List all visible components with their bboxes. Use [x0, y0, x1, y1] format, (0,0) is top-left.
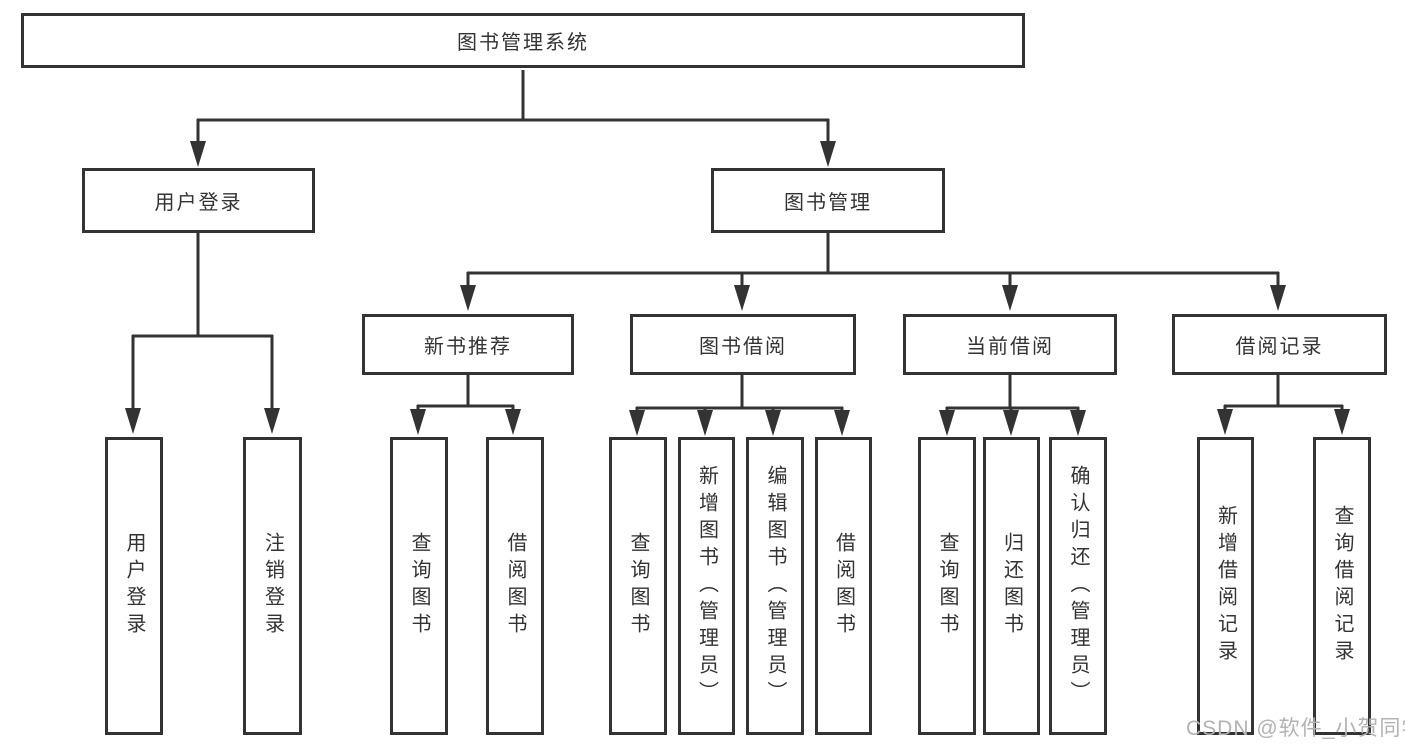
leaf-add-borrow-record: 新增借阅记录: [1197, 437, 1254, 735]
node-borrow-records-label: 借阅记录: [1235, 336, 1324, 358]
node-user-login-label: 用户登录: [154, 192, 243, 214]
node-book-management: 图书管理: [711, 168, 945, 233]
node-book-borrow-label: 图书借阅: [699, 336, 787, 358]
leaf-borrow-books-recommend-label: 借阅图书: [504, 532, 526, 640]
leaf-confirm-return-admin: 确认归还（管理员）: [1049, 437, 1107, 735]
leaf-query-borrow-record-label: 查询借阅记录: [1331, 505, 1353, 667]
node-user-login: 用户登录: [82, 168, 315, 233]
node-new-book-recommend-label: 新书推荐: [424, 336, 512, 358]
leaf-add-borrow-record-label: 新增借阅记录: [1214, 505, 1237, 667]
node-borrow-records: 借阅记录: [1172, 314, 1387, 375]
leaf-borrow-books: 借阅图书: [815, 437, 872, 735]
leaf-edit-books-admin: 编辑图书（管理员）: [746, 437, 804, 735]
arrowheads: [125, 141, 1350, 436]
leaf-borrow-books-recommend: 借阅图书: [486, 437, 544, 735]
leaf-query-books-current: 查询图书: [918, 437, 976, 735]
leaf-edit-books-admin-label: 编辑图书（管理员）: [764, 464, 786, 708]
leaf-logout-label: 注销登录: [261, 532, 284, 640]
leaf-user-login: 用户登录: [105, 437, 163, 735]
leaf-user-login-label: 用户登录: [123, 532, 145, 640]
leaf-add-books-admin-label: 新增图书（管理员）: [695, 464, 718, 708]
csdn-watermark: CSDN @软件_小贺同学: [1186, 717, 1405, 740]
leaf-return-books: 归还图书: [983, 437, 1040, 735]
node-current-borrow: 当前借阅: [903, 314, 1117, 375]
leaf-query-books-current-label: 查询图书: [936, 532, 958, 640]
leaf-return-books-label: 归还图书: [1000, 532, 1023, 640]
node-root-label: 图书管理系统: [457, 32, 589, 54]
leaf-logout: 注销登录: [243, 437, 302, 735]
node-current-borrow-label: 当前借阅: [966, 336, 1054, 358]
leaf-confirm-return-admin-label: 确认归还（管理员）: [1067, 464, 1089, 708]
leaf-add-books-admin: 新增图书（管理员）: [678, 437, 735, 735]
node-book-borrow: 图书借阅: [630, 314, 856, 375]
leaf-query-books-borrow-label: 查询图书: [627, 532, 649, 640]
leaf-query-books-recommend: 查询图书: [390, 437, 448, 735]
node-new-book-recommend: 新书推荐: [362, 314, 574, 375]
node-book-management-label: 图书管理: [784, 192, 872, 214]
leaf-borrow-books-label: 借阅图书: [832, 532, 855, 640]
node-root: 图书管理系统: [21, 13, 1025, 68]
leaf-query-borrow-record: 查询借阅记录: [1313, 437, 1371, 735]
leaf-query-books-borrow: 查询图书: [609, 437, 667, 735]
leaf-query-books-recommend-label: 查询图书: [408, 532, 430, 640]
